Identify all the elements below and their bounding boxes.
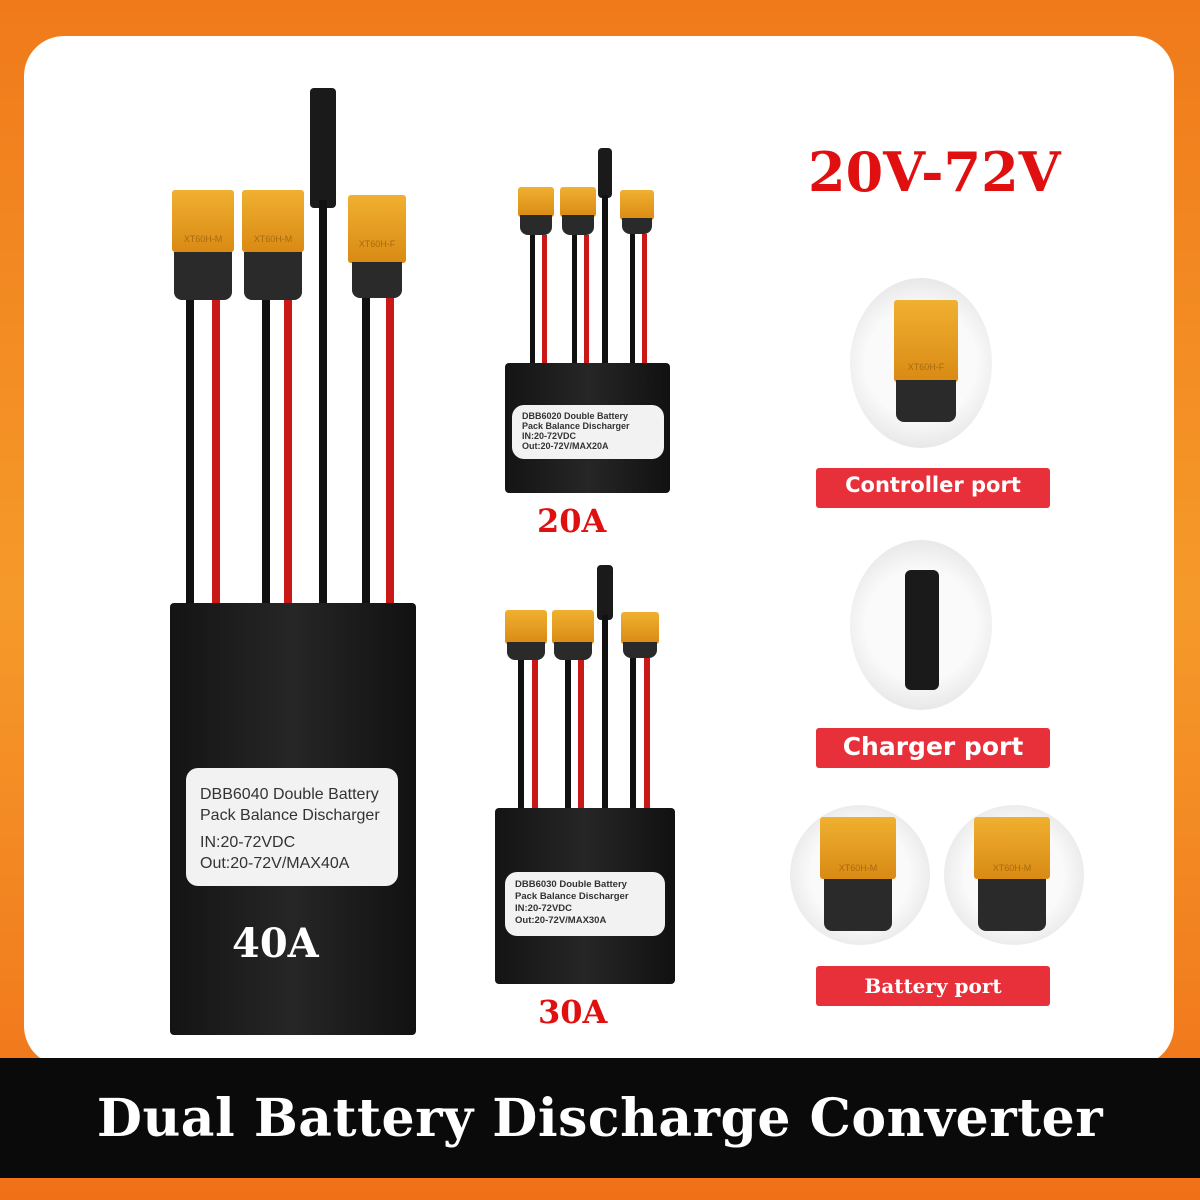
label-line: Pack Balance Discharger	[515, 891, 629, 902]
label-line: Pack Balance Discharger	[200, 807, 380, 824]
voltage-range-headline: 20V-72V	[808, 140, 1061, 204]
xt60-male-connector: XT60H-M	[974, 817, 1050, 879]
wire	[518, 660, 524, 810]
label-line: DBB6030 Double Battery	[515, 879, 627, 890]
product-label: DBB6040 Double Battery Pack Balance Disc…	[186, 768, 398, 886]
xt60-male-connector: XT60H-M	[820, 817, 896, 879]
wire	[602, 195, 608, 367]
wire	[565, 660, 571, 810]
current-rating-30a: 30A	[538, 993, 608, 1031]
label-line: IN:20-72VDC	[522, 431, 577, 441]
barrel-jack	[905, 570, 939, 690]
product-label: DBB6020 Double Battery Pack Balance Disc…	[512, 405, 664, 459]
barrel-jack	[598, 148, 612, 198]
wire	[642, 234, 647, 367]
xt60-female-connector: XT60H-F	[348, 195, 406, 263]
controller-port-photo: XT60H-F	[850, 278, 992, 448]
connector-boot	[623, 642, 657, 658]
connector-boot	[507, 642, 545, 660]
connector-boot	[244, 252, 302, 300]
wire	[362, 298, 370, 610]
battery-port-photo-1: XT60H-M	[790, 805, 930, 945]
charger-port-photo	[850, 540, 992, 710]
xt60-male-connector: XT60H-M	[242, 190, 304, 252]
label-line: IN:20-72VDC	[200, 834, 296, 851]
connector-boot	[520, 215, 552, 235]
xt60-male-connector	[518, 187, 554, 217]
connector-boot	[978, 879, 1046, 931]
wire	[584, 235, 589, 367]
connector-boot	[824, 879, 892, 931]
connector-boot	[622, 218, 652, 234]
barrel-jack	[310, 88, 336, 208]
label-line: DBB6020 Double Battery	[522, 411, 629, 421]
wire	[262, 300, 270, 610]
wire	[284, 300, 292, 610]
wire	[578, 660, 584, 810]
xt60-male-connector	[552, 610, 594, 644]
label-line: DBB6040 Double Battery	[200, 786, 379, 803]
connector-boot	[554, 642, 592, 660]
connector-boot	[562, 215, 594, 235]
label-line: Out:20-72V/MAX20A	[522, 441, 609, 451]
wire	[644, 658, 650, 810]
connector-boot	[896, 380, 956, 422]
product-label: DBB6030 Double Battery Pack Balance Disc…	[505, 872, 665, 936]
xt60-female-connector	[620, 190, 654, 220]
label-line: Out:20-72V/MAX40A	[200, 855, 350, 872]
wire	[186, 300, 194, 610]
wire	[542, 235, 547, 367]
wire	[532, 660, 538, 810]
label-line: Out:20-72V/MAX30A	[515, 915, 607, 926]
banner-title: Dual Battery Discharge Converter	[96, 1087, 1104, 1149]
controller-port-tag: Controller port	[816, 468, 1050, 508]
wire	[572, 235, 577, 367]
wire	[630, 234, 635, 367]
label-line: Pack Balance Discharger	[522, 421, 630, 431]
xt60-male-connector	[505, 610, 547, 644]
charger-port-tag: Charger port	[816, 728, 1050, 768]
wire	[602, 615, 608, 810]
current-rating-40a: 40A	[232, 920, 319, 967]
xt60-female-connector: XT60H-F	[894, 300, 958, 382]
wire	[530, 235, 535, 367]
wire	[630, 658, 636, 810]
wire	[212, 300, 220, 610]
label-line: IN:20-72VDC	[515, 903, 573, 914]
battery-port-photo-2: XT60H-M	[944, 805, 1084, 945]
wire	[386, 298, 394, 610]
connector-boot	[174, 252, 232, 300]
barrel-jack	[597, 565, 613, 620]
xt60-female-connector	[621, 612, 659, 644]
xt60-male-connector: XT60H-M	[172, 190, 234, 252]
connector-boot	[352, 262, 402, 298]
wire	[319, 200, 327, 610]
current-rating-20a: 20A	[537, 502, 607, 540]
title-banner: Dual Battery Discharge Converter	[0, 1058, 1200, 1178]
battery-port-tag: Battery port	[816, 966, 1050, 1006]
xt60-male-connector	[560, 187, 596, 217]
